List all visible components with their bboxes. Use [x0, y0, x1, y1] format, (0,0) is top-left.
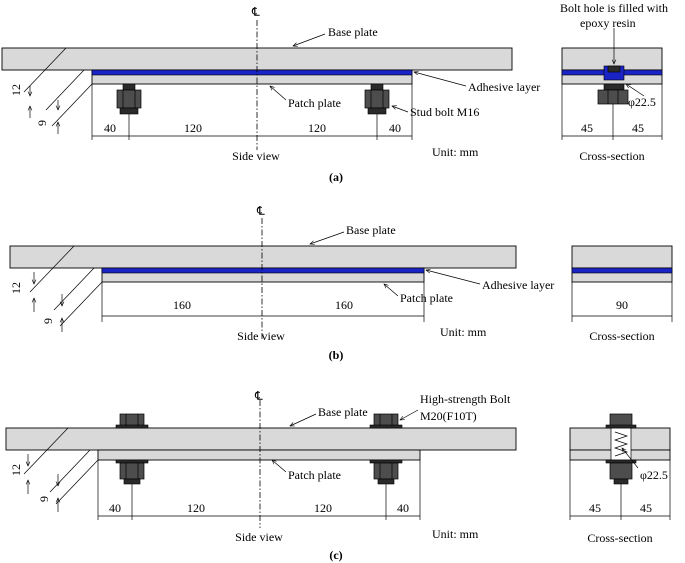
caption-b: (b)	[329, 348, 344, 362]
hs-bolt-label-2-c: M20(F10T)	[420, 409, 477, 423]
centerline-symbol-b: ℄	[256, 204, 265, 218]
dim-a-0: 40	[104, 121, 116, 135]
cross-section-label-c: Cross-section	[587, 531, 652, 545]
unit-label-c: Unit: mm	[432, 527, 479, 541]
thickness-patch-c: 9	[37, 496, 51, 502]
cs-dim-c-0: 45	[589, 501, 601, 515]
dim-c-1: 120	[187, 501, 205, 515]
stud-bolt-right-a	[364, 83, 390, 115]
label-patch-plate-b: Patch plate	[400, 291, 453, 305]
cross-section-label-a: Cross-section	[579, 149, 644, 163]
phi-label-a: φ22.5	[628, 95, 656, 109]
side-view-label-c: Side view	[235, 530, 283, 544]
thickness-patch-b: 9	[41, 318, 55, 324]
cs-dim-a-1: 45	[632, 121, 644, 135]
adhesive-layer-a	[91, 69, 413, 76]
dim-c-0: 40	[109, 501, 121, 515]
hs-bolt-label-1-c: High-strength Bolt	[420, 392, 511, 406]
base-plate-c	[5, 427, 517, 451]
thickness-base-a: 12	[9, 84, 23, 96]
panel-b: ℄ Base plate Adhesive layer Patch plate …	[9, 204, 673, 362]
patch-plate-c	[97, 449, 421, 461]
dim-a-1: 120	[184, 121, 202, 135]
cross-section-b: 90 Cross-section	[571, 245, 673, 343]
bolt-hole-label-1-a: Bolt hole is filled with	[560, 1, 668, 15]
side-view-a: ℄ Base plate Adhesive layer Patch plate	[1, 5, 540, 163]
dim-b-1: 160	[335, 298, 353, 312]
unit-label-a: Unit: mm	[432, 145, 479, 159]
unit-label-b: Unit: mm	[440, 325, 487, 339]
thickness-base-b: 12	[9, 282, 23, 294]
cs-dim-a-0: 45	[581, 121, 593, 135]
panel-a: ℄ Base plate Adhesive layer Patch plate	[1, 1, 668, 184]
phi-label-c: φ22.5	[640, 468, 668, 482]
dim-c-3: 40	[397, 501, 409, 515]
hs-bolt-left-c	[115, 413, 149, 485]
adhesive-layer-b	[101, 267, 425, 274]
side-view-label-b: Side view	[237, 329, 285, 343]
hs-bolt-right-c	[369, 413, 403, 485]
cross-section-a: Bolt hole is filled with epoxy resin φ22…	[560, 1, 668, 163]
bolt-thread-c	[613, 431, 629, 457]
centerline-symbol-a: ℄	[251, 5, 260, 19]
cs-dim-c-1: 45	[640, 501, 652, 515]
label-patch-plate-a: Patch plate	[288, 96, 341, 110]
caption-a: (a)	[329, 170, 343, 184]
label-base-plate-c: Base plate	[318, 405, 368, 419]
centerline-symbol-c: ℄	[254, 389, 263, 403]
thickness-base-c: 12	[9, 464, 23, 476]
cs-dim-b-0: 90	[616, 298, 628, 312]
side-view-label-a: Side view	[232, 149, 280, 163]
panel-c: ℄ Base plate High-	[5, 389, 671, 562]
bolt-hole-label-2-a: epoxy resin	[580, 16, 636, 30]
label-adhesive-b: Adhesive layer	[482, 278, 554, 292]
side-view-b: ℄ Base plate Adhesive layer Patch plate …	[9, 204, 554, 343]
caption-c: (c)	[329, 548, 342, 562]
thickness-patch-a: 9	[35, 120, 49, 126]
dim-b-0: 160	[173, 298, 191, 312]
label-base-plate-a: Base plate	[328, 25, 378, 39]
base-plate-b	[9, 245, 517, 269]
dim-a-3: 40	[389, 121, 401, 135]
dim-c-2: 120	[314, 501, 332, 515]
dim-a-2: 120	[308, 121, 326, 135]
cross-section-label-b: Cross-section	[589, 329, 654, 343]
label-stud-bolt-a: Stud bolt M16	[410, 105, 479, 119]
side-view-c: ℄ Base plate High-	[5, 389, 517, 544]
label-patch-plate-c: Patch plate	[288, 468, 341, 482]
label-base-plate-b: Base plate	[346, 223, 396, 237]
stud-bolt-left-a	[116, 83, 142, 115]
label-adhesive-a: Adhesive layer	[468, 80, 540, 94]
cross-section-c: φ22.5 45 45 Cross-section	[569, 413, 671, 545]
